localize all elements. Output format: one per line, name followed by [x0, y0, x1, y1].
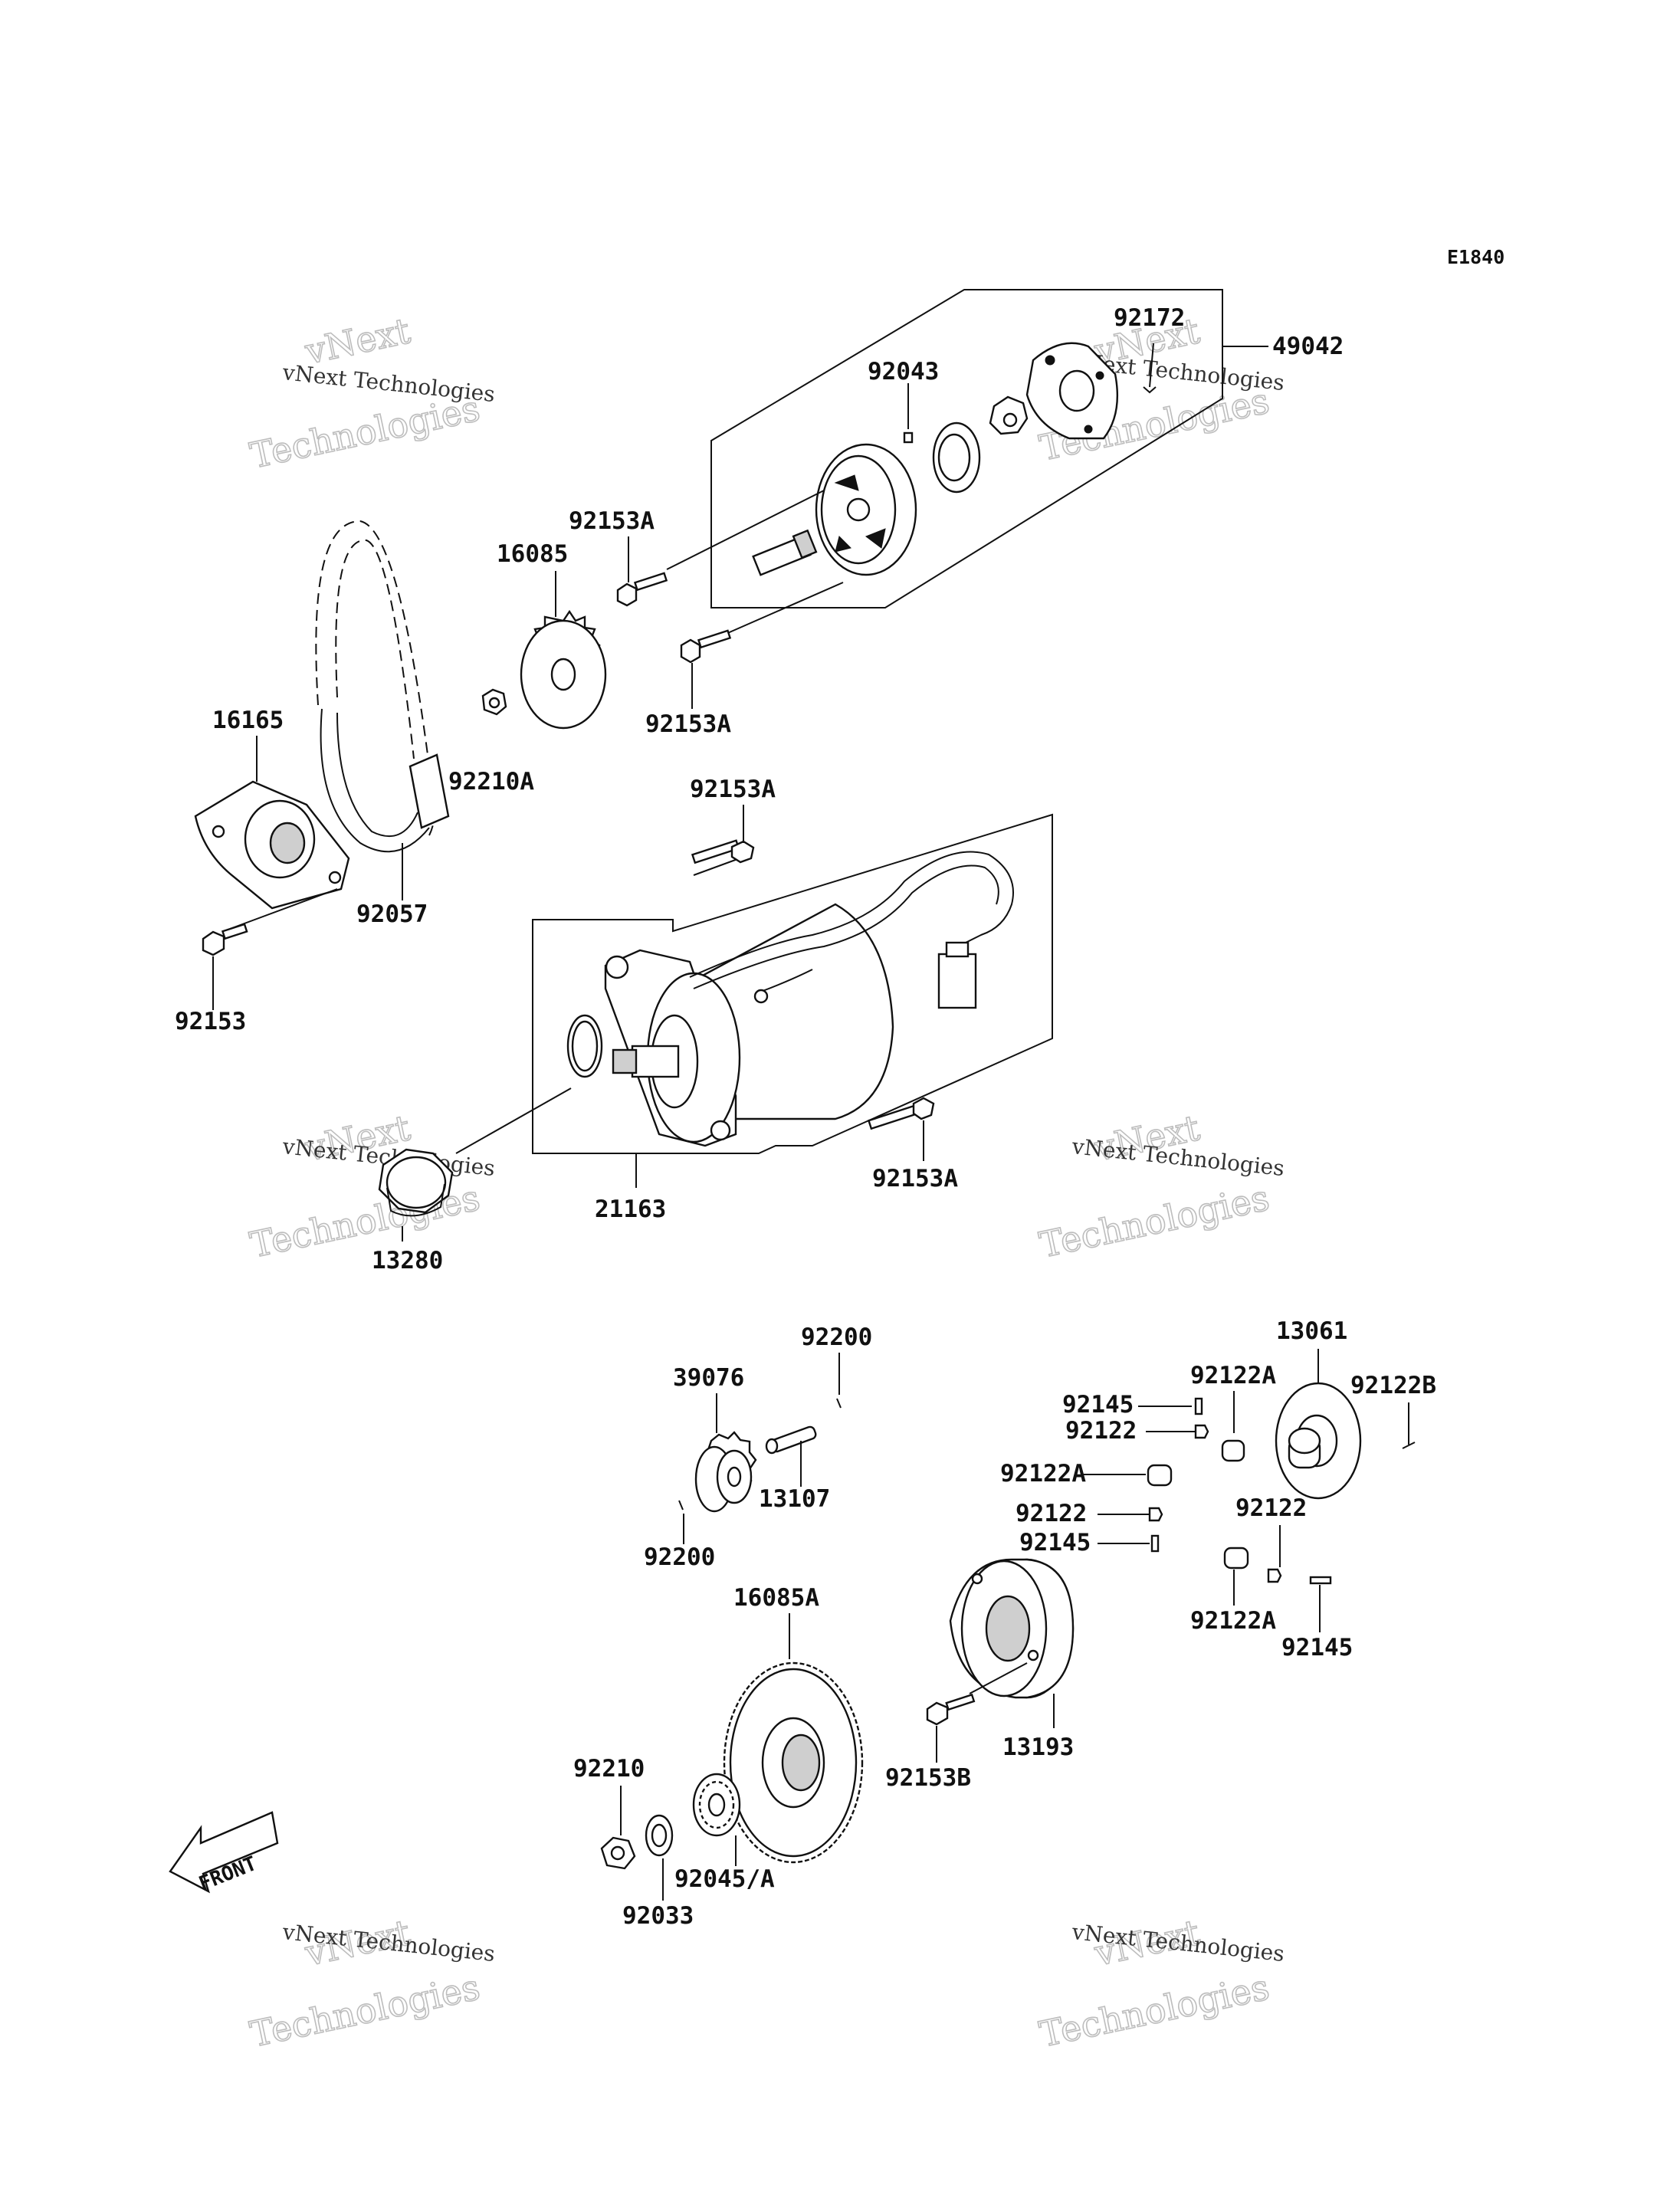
part-idle-gear-39076	[694, 1431, 757, 1513]
part-starter-motor	[604, 851, 1014, 1147]
part-clutch-housing	[815, 443, 917, 576]
label-13061: 13061	[1276, 1317, 1347, 1345]
small-pin-92172	[1143, 386, 1157, 394]
diagram-code: E1840	[1447, 246, 1504, 268]
label-92145-2: 92145	[1019, 1529, 1091, 1556]
part-clip-92200-bottom	[678, 1500, 684, 1511]
label-39076: 39076	[673, 1364, 744, 1392]
part-starter-gear-16085A	[723, 1661, 864, 1864]
label-92200-bottom: 92200	[644, 1543, 715, 1571]
label-16085A: 16085A	[733, 1584, 819, 1612]
part-bearing-92045A	[692, 1773, 741, 1837]
label-92122-2: 92122	[1016, 1500, 1087, 1527]
watermark-bottom-left: vNext vNext Technologies Technologies	[246, 1911, 496, 2055]
label-92122A-3: 92122A	[1190, 1607, 1276, 1635]
part-plunger-92122-2	[1148, 1507, 1163, 1522]
starter-motor-group-box	[532, 813, 1053, 1154]
part-sprocket-16085	[520, 609, 607, 730]
part-bolt-92153	[202, 888, 338, 956]
label-92122-3: 92122	[1235, 1494, 1307, 1522]
label-49042: 49042	[1272, 333, 1344, 360]
part-chain-92057	[315, 520, 450, 853]
label-16085: 16085	[497, 540, 568, 568]
part-bolt-92153B	[926, 1662, 1028, 1726]
front-direction-arrow: FRONT	[169, 1811, 279, 1896]
part-cover-plate	[1025, 342, 1119, 440]
part-clip-92122B	[1402, 1442, 1416, 1449]
watermark-technologies: Technologies	[247, 388, 484, 477]
part-pin	[903, 431, 914, 444]
label-92153: 92153	[175, 1008, 246, 1035]
label-92153A-motor-bottom: 92153A	[872, 1165, 958, 1192]
label-92153A-middle: 92153A	[645, 710, 731, 738]
label-92172: 92172	[1114, 304, 1185, 332]
part-roller-92122A-2	[1147, 1464, 1173, 1487]
label-92153A-upper: 92153A	[569, 507, 655, 535]
part-o-ring	[566, 1014, 603, 1078]
label-92145-1: 92145	[1062, 1391, 1134, 1419]
label-92210A: 92210A	[448, 768, 534, 795]
label-13193: 13193	[1002, 1734, 1074, 1761]
part-bolt-92153A-middle	[680, 582, 844, 664]
label-13107: 13107	[759, 1485, 830, 1513]
part-bolt-92153A-motor-top	[691, 839, 755, 876]
label-21163: 21163	[595, 1196, 666, 1223]
part-roller-ring	[932, 422, 981, 494]
watermark-top-left: vNext vNext Technologies Technologies	[246, 309, 496, 477]
label-92210: 92210	[573, 1755, 645, 1783]
starter-clutch-group-box	[710, 289, 1223, 608]
part-clutch-outer-13193	[949, 1558, 1075, 1699]
label-92057: 92057	[356, 900, 428, 928]
part-roller-92122A-3	[1223, 1547, 1249, 1570]
label-92145-3: 92145	[1281, 1634, 1353, 1661]
label-92122-1: 92122	[1065, 1417, 1137, 1445]
watermark-mid-right: vNext vNext Technologies Technologies	[1035, 1106, 1285, 1266]
part-roller-92122A-1	[1221, 1439, 1245, 1462]
part-washer-92033	[645, 1814, 674, 1857]
part-clip-92200-top	[836, 1398, 842, 1409]
part-one-way-clutch-13061	[1275, 1382, 1362, 1500]
label-92153A-motor-top: 92153A	[690, 776, 776, 803]
leader-92172	[1149, 343, 1154, 388]
watermark-technologies: Technologies	[1036, 1177, 1273, 1266]
part-clutch-shaft	[752, 529, 818, 576]
part-spring-92145-1	[1194, 1397, 1203, 1415]
part-plunger-92122-3	[1267, 1568, 1282, 1583]
label-92045A: 92045/A	[674, 1865, 775, 1893]
part-bolt-92153A-motor-bottom	[867, 1097, 935, 1130]
label-92200-top: 92200	[801, 1324, 872, 1351]
watermark-technologies: Technologies	[247, 1966, 484, 2055]
watermark-bottom-right: vNext vNext Technologies Technologies	[1035, 1911, 1285, 2055]
part-spring-92145-3	[1309, 1576, 1332, 1585]
label-16165: 16165	[212, 707, 284, 734]
watermark-technologies: Technologies	[1036, 1966, 1273, 2055]
watermark-mid-left: vNext vNext Technologies Technologies	[246, 1106, 496, 1266]
part-bolt-92153A-upper	[616, 490, 825, 607]
part-shaft-13107	[765, 1425, 817, 1455]
label-92122B: 92122B	[1350, 1372, 1436, 1399]
label-92043: 92043	[868, 358, 939, 385]
part-plunger-92122-1	[1194, 1424, 1209, 1439]
leader-o-ring	[455, 1087, 572, 1154]
part-chain-guide-16165	[194, 780, 350, 910]
label-92033: 92033	[622, 1902, 694, 1930]
part-gear-13280	[378, 1148, 454, 1217]
label-92153B: 92153B	[885, 1764, 971, 1792]
part-nut-92210	[600, 1836, 636, 1870]
label-92122A-1: 92122A	[1190, 1362, 1276, 1389]
label-92122A-2: 92122A	[1000, 1460, 1086, 1488]
part-cam-hole	[1002, 412, 1018, 428]
part-nut-hole	[488, 697, 500, 709]
part-spring-92145-2	[1150, 1534, 1160, 1553]
label-13280: 13280	[372, 1247, 443, 1274]
